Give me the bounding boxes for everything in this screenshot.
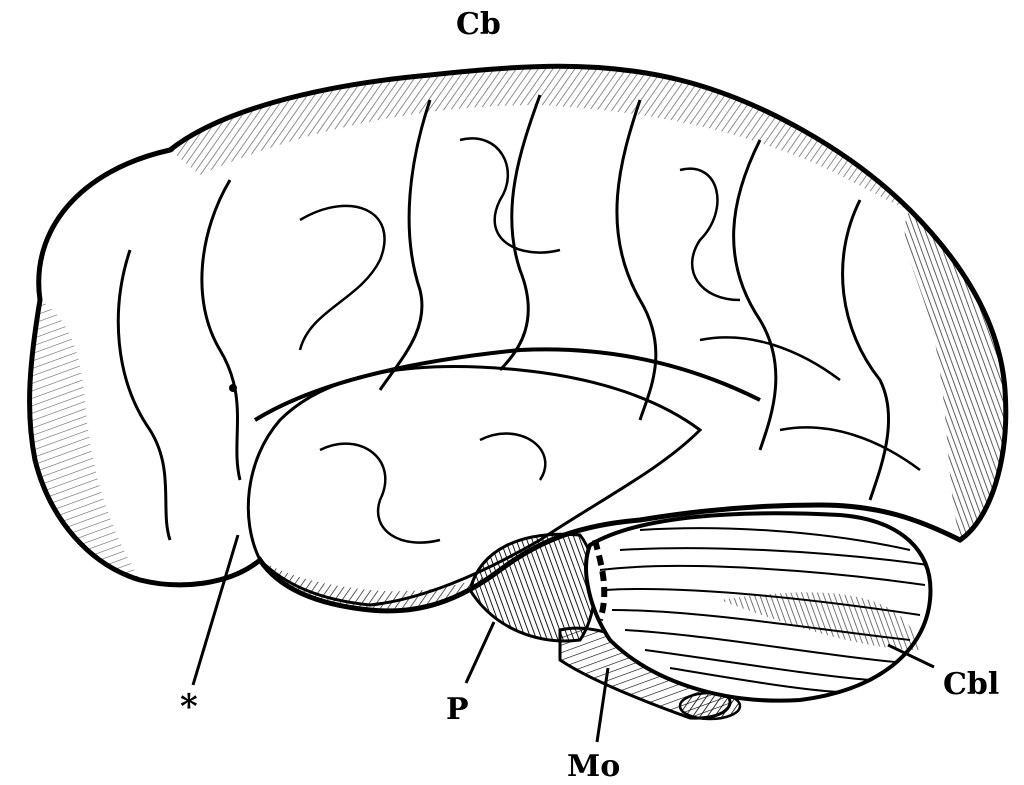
label-asterisk: * bbox=[180, 687, 198, 727]
label-cerebellum: Cbl bbox=[943, 667, 1000, 702]
cerebrum bbox=[27, 63, 1009, 614]
leader-lines bbox=[191, 534, 935, 743]
label-medulla: Mo bbox=[567, 749, 621, 784]
label-pons: P bbox=[446, 692, 469, 727]
cerebellum bbox=[584, 511, 933, 703]
label-cerebrum: Cb bbox=[456, 7, 501, 42]
